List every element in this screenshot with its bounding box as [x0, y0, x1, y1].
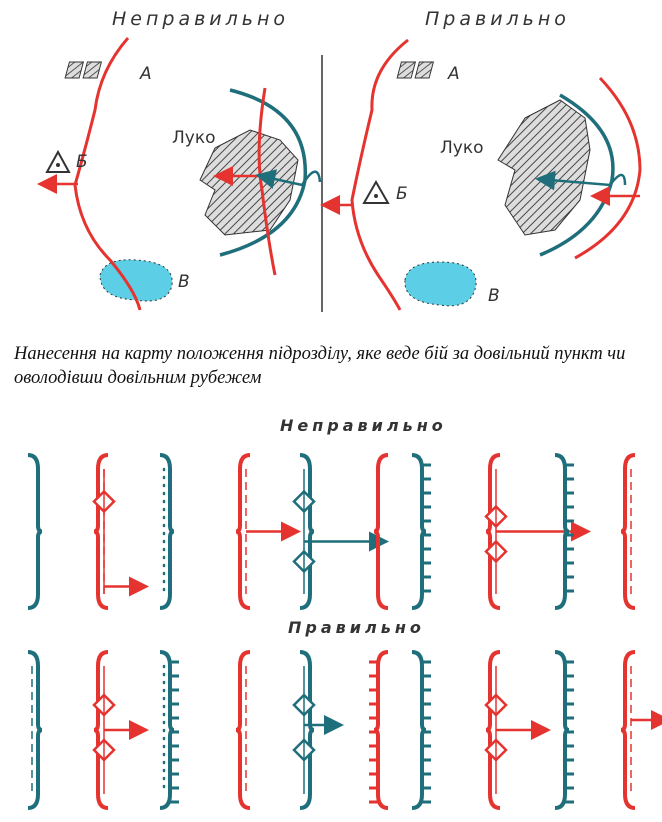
red-bracket: [93, 453, 109, 610]
point-v-label: В: [178, 272, 190, 292]
teal-bracket: [299, 650, 315, 810]
red-bracket: [485, 650, 501, 810]
village-label: Луко: [172, 128, 216, 148]
red-line: [257, 87, 277, 276]
point-b-label: Б: [396, 184, 408, 204]
village-shape: [199, 129, 299, 236]
red-bracket: [235, 650, 251, 810]
triangle-landmark-icon: [45, 149, 71, 173]
teal-arrow: [255, 169, 322, 189]
lake-shape: [404, 261, 477, 307]
teal-bracket: [554, 650, 570, 810]
wrong-map: [37, 37, 322, 311]
building-icon: [64, 61, 85, 79]
right-heading-bottom: Правильно: [288, 618, 425, 637]
wrong-heading-top: Неправильно: [112, 8, 290, 30]
point-b-label: Б: [76, 152, 88, 172]
right-map: [320, 38, 642, 311]
red-line: [574, 76, 642, 260]
building-icon: [396, 61, 417, 79]
triangle-landmark-icon: [362, 179, 390, 204]
teal-bracket: [411, 453, 427, 610]
village-label: Луко: [440, 138, 484, 158]
point-v-label: В: [488, 286, 500, 306]
teal-bracket: [554, 453, 570, 610]
teal-bracket: [411, 650, 427, 810]
point-a-label: А: [448, 64, 460, 84]
teal-bracket: [27, 453, 43, 610]
village-shape: [497, 99, 591, 236]
point-a-label: А: [140, 64, 152, 84]
building-icon: [82, 61, 103, 79]
bracket-examples: [27, 453, 662, 810]
red-bracket: [620, 453, 636, 610]
red-bracket: [373, 650, 389, 810]
lake-shape: [99, 259, 173, 302]
red-bracket: [620, 650, 636, 810]
teal-bracket: [27, 650, 43, 810]
red-bracket: [93, 650, 109, 810]
red-bracket: [235, 453, 251, 610]
teal-bracket: [159, 650, 175, 810]
teal-line: [539, 93, 615, 257]
red-front-line: [350, 38, 409, 311]
figure-caption: Нанесення на карту положення підрозділу,…: [14, 344, 626, 388]
teal-arrow: [535, 170, 627, 191]
teal-bracket: [159, 453, 175, 610]
teal-bracket: [299, 453, 315, 610]
building-icon: [414, 61, 435, 79]
right-heading-top: Правильно: [425, 8, 570, 30]
red-bracket: [373, 453, 389, 610]
wrong-heading-bottom: Неправильно: [280, 416, 447, 435]
red-bracket: [485, 453, 501, 610]
